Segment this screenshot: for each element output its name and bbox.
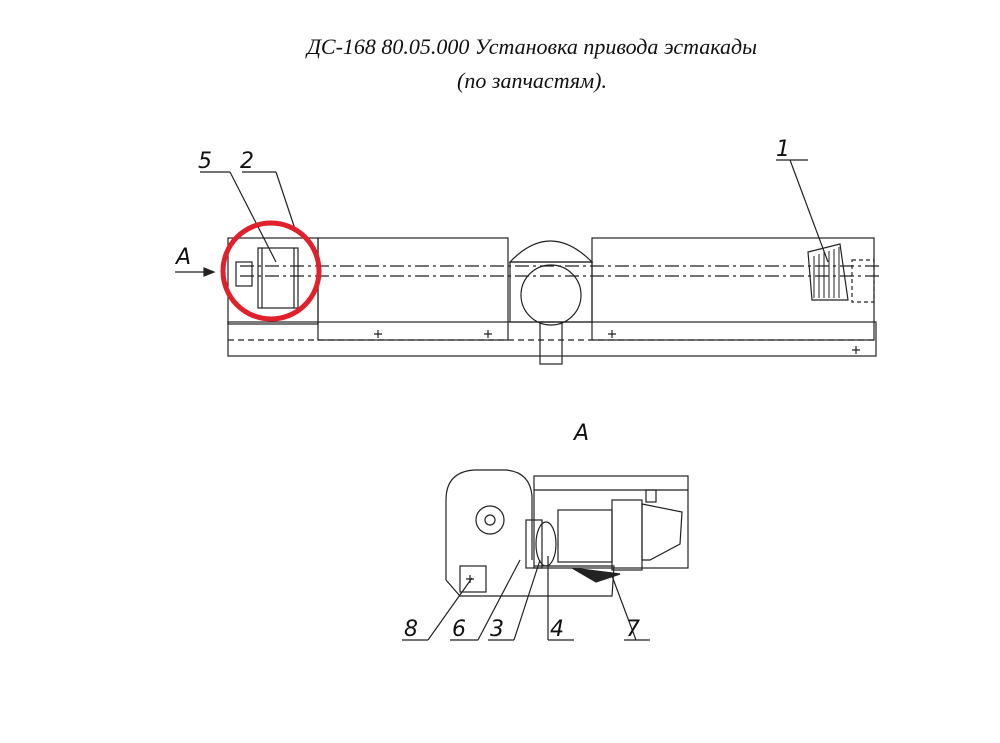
gearbox-cover	[508, 240, 594, 263]
callout-7: 7	[626, 617, 640, 642]
left-body	[317, 237, 509, 341]
view-a-housing	[445, 469, 533, 580]
view-a-motor	[557, 509, 613, 563]
callout-5: 5	[198, 149, 212, 174]
callout-6: 6	[452, 617, 466, 642]
view-arrow-label: А	[174, 245, 191, 270]
drive-drum	[257, 247, 299, 309]
callout-8: 8	[404, 617, 418, 642]
end-unit	[807, 243, 849, 301]
callout-2: 2	[240, 149, 254, 174]
view-a-pulley	[475, 505, 505, 535]
view-a-coupling	[535, 521, 557, 567]
section-label: А	[572, 421, 589, 446]
view-a-frame	[533, 475, 689, 569]
gearbox-pulley	[520, 264, 582, 326]
callout-1: 1	[776, 137, 790, 162]
highlight-circle	[220, 220, 322, 322]
drawing-title: ДС-168 80.05.000 Установка привода эстак…	[306, 34, 758, 59]
drawing-subtitle: (по запчастям).	[457, 68, 607, 93]
callout-4: 4	[550, 617, 564, 642]
base-frame	[227, 321, 877, 357]
callout-3: 3	[490, 617, 504, 642]
right-body	[591, 237, 875, 341]
